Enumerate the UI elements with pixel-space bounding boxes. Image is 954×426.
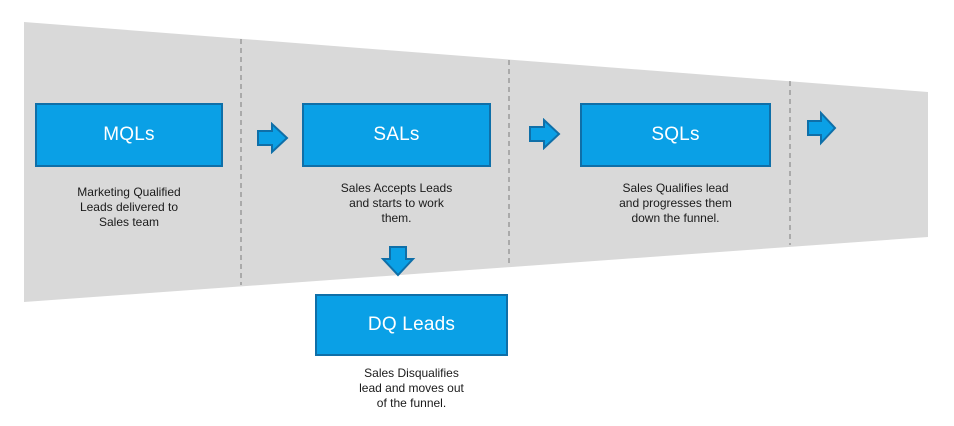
arrow-right-icon bbox=[807, 110, 837, 146]
sqls-box: SQLs bbox=[580, 103, 771, 167]
sqls-label: SQLs bbox=[651, 124, 700, 145]
dq-leads-description: Sales Disqualifies lead and moves out of… bbox=[359, 366, 464, 410]
arrow-down-icon bbox=[380, 246, 416, 277]
sals-box: SALs bbox=[302, 103, 491, 167]
sals-description: Sales Accepts Leads and starts to work t… bbox=[340, 181, 453, 225]
dq-leads-label: DQ Leads bbox=[367, 314, 456, 335]
mqls-description: Marketing Qualified Leads delivered to S… bbox=[77, 185, 181, 229]
arrow-right-icon bbox=[257, 122, 289, 154]
dq-leads-box: DQ Leads bbox=[315, 294, 508, 356]
mqls-label: MQLs bbox=[103, 124, 155, 145]
sqls-description: Sales Qualifies lead and progresses them… bbox=[619, 181, 732, 225]
sals-label: SALs bbox=[373, 124, 420, 145]
arrow-right-icon bbox=[529, 118, 561, 150]
mqls-box: MQLs bbox=[35, 103, 223, 167]
